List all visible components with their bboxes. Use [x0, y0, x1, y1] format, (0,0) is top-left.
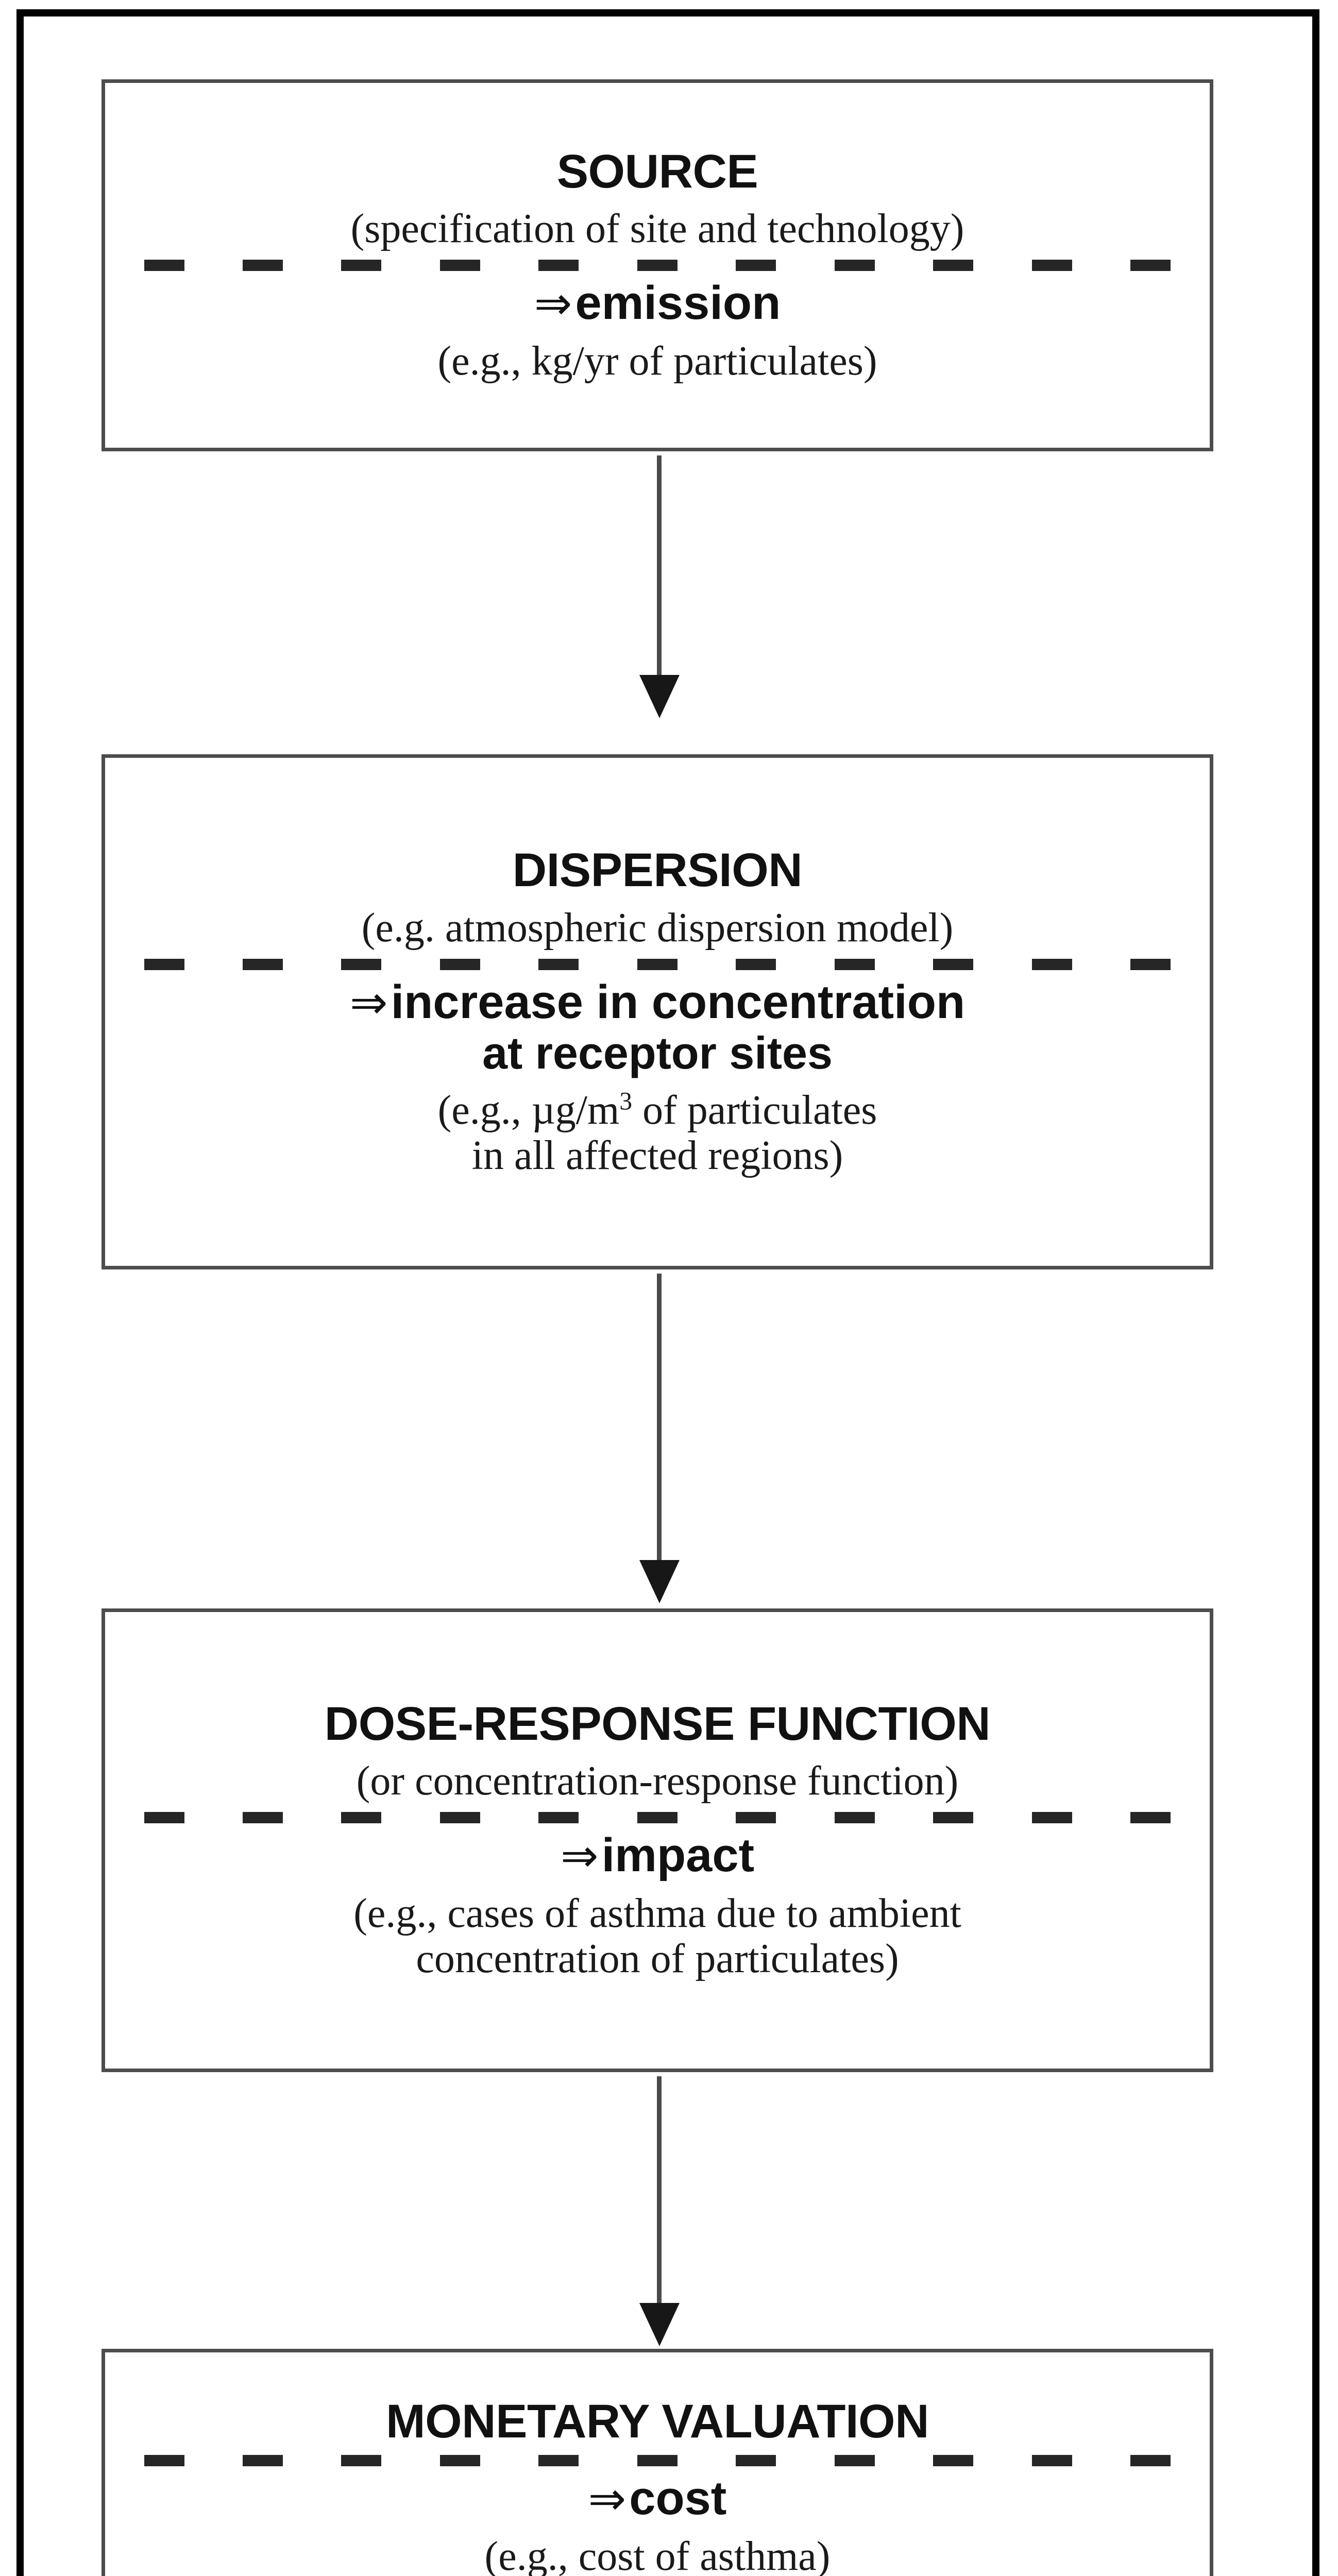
connector-dose-response-to-monetary-valuation	[628, 2076, 690, 2349]
arrow-shaft	[657, 2076, 662, 2303]
double-right-arrow-icon: ⇒	[588, 2472, 626, 2526]
arrow-shaft	[657, 455, 662, 675]
detail-superscript: 3	[619, 1087, 633, 1115]
dispersion-result-detail-line2: in all affected regions)	[471, 1132, 843, 1178]
double-right-arrow-icon: ⇒	[560, 1829, 599, 1883]
flow-node-source: SOURCE (specification of site and techno…	[101, 79, 1213, 451]
dose-response-result-label: impact	[601, 1829, 755, 1882]
source-dashed-separator	[144, 259, 1171, 272]
flow-node-monetary-valuation: MONETARY VALUATION ⇒cost (e.g., cost of …	[101, 2349, 1213, 2576]
dose-response-result-detail-line1: (e.g., cases of asthma due to ambient	[353, 1891, 961, 1937]
monetary-valuation-result-label: cost	[629, 2472, 727, 2525]
figure-outer-frame: SOURCE (specification of site and techno…	[16, 9, 1319, 2576]
monetary-valuation-result: ⇒cost	[123, 2472, 1192, 2524]
monetary-valuation-title: MONETARY VALUATION	[385, 2395, 929, 2448]
dispersion-result-label: increase in concentration	[391, 975, 966, 1028]
dispersion-result-line2: at receptor sites	[482, 1027, 833, 1078]
source-result-detail: (e.g., kg/yr of particulates)	[437, 338, 877, 384]
dispersion-result: ⇒increase in concentration	[123, 976, 1192, 1028]
dispersion-subtitle: (e.g. atmospheric dispersion model)	[361, 905, 954, 951]
connector-dispersion-to-dose-response	[628, 1274, 690, 1608]
connector-source-to-dispersion	[628, 455, 690, 718]
dispersion-dashed-separator	[144, 958, 1171, 971]
flow-node-dispersion: DISPERSION (e.g. atmospheric dispersion …	[101, 754, 1213, 1269]
detail-post: of particulates	[632, 1087, 877, 1133]
double-right-arrow-icon: ⇒	[534, 277, 572, 330]
monetary-valuation-result-detail: (e.g., cost of asthma)	[484, 2534, 831, 2576]
source-subtitle: (specification of site and technology)	[350, 206, 964, 252]
dose-response-result-detail-line2: concentration of particulates)	[416, 1936, 899, 1982]
dose-response-title: DOSE-RESPONSE FUNCTION	[324, 1697, 991, 1750]
dispersion-result-detail-line1: (e.g., µg/m3 of particulates	[123, 1088, 1192, 1133]
source-result-label: emission	[575, 277, 781, 330]
source-title: SOURCE	[556, 145, 758, 198]
dose-response-dashed-separator	[144, 1811, 1171, 1824]
monetary-valuation-dashed-separator	[144, 2454, 1171, 2467]
detail-pre: (e.g., µg/m	[437, 1087, 620, 1133]
arrow-head-icon	[639, 2303, 680, 2346]
dose-response-result: ⇒impact	[123, 1829, 1192, 1882]
source-result: ⇒emission	[123, 277, 1192, 329]
dispersion-title: DISPERSION	[512, 844, 803, 897]
arrow-head-icon	[639, 675, 680, 718]
dose-response-subtitle: (or concentration-response function)	[356, 1758, 959, 1804]
double-right-arrow-icon: ⇒	[349, 975, 388, 1029]
arrow-head-icon	[639, 1560, 680, 1603]
flow-node-dose-response-function: DOSE-RESPONSE FUNCTION (or concentration…	[101, 1608, 1213, 2072]
arrow-shaft	[657, 1274, 662, 1560]
